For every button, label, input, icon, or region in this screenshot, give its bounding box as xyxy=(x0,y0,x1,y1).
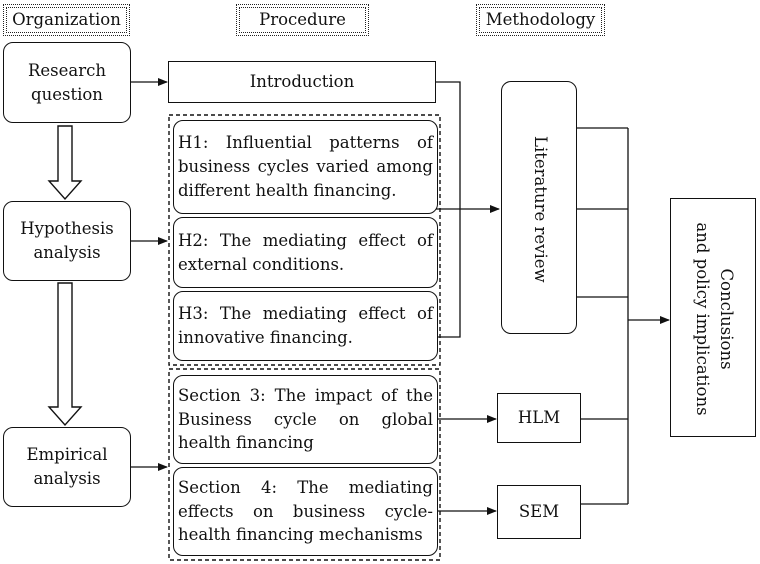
empirical-analysis-label: Empirical analysis xyxy=(26,445,108,488)
conclusions-label: Conclusions and policy implications xyxy=(690,208,738,430)
header-methodology: Methodology xyxy=(476,4,605,36)
hlm-box: HLM xyxy=(497,393,581,443)
conclusions-line2: and policy implications xyxy=(693,222,713,416)
h1-label: H1: Influential patterns of business cyc… xyxy=(178,133,433,200)
hypothesis-analysis-label: Hypothesis analysis xyxy=(20,219,114,262)
literature-review-box: Literature review xyxy=(501,81,577,334)
research-question-label: Research question xyxy=(27,60,106,104)
h3-label: H3: The mediating effect of innovative f… xyxy=(178,304,433,347)
hypothesis-analysis-box: Hypothesis analysis xyxy=(3,201,131,281)
header-organization: Organization xyxy=(3,4,130,36)
down-arrow-1 xyxy=(47,125,83,201)
header-procedure: Procedure xyxy=(236,4,369,36)
h2-box: H2: The mediating effect of external con… xyxy=(173,217,438,288)
down-arrow-2 xyxy=(47,282,83,427)
research-question-box: Research question xyxy=(3,42,131,123)
h1-box: H1: Influential patterns of business cyc… xyxy=(173,120,438,214)
h3-box: H3: The mediating effect of innovative f… xyxy=(173,291,438,361)
h2-label: H2: The mediating effect of external con… xyxy=(178,230,433,274)
section-group-frame xyxy=(168,368,441,561)
conclusions-line1: Conclusions xyxy=(717,268,736,370)
sem-box: SEM xyxy=(497,485,581,539)
introduction-box: Introduction xyxy=(168,61,436,103)
section4-box: Section 4: The mediating effects on busi… xyxy=(173,467,438,556)
section3-box: Section 3: The impact of the Business cy… xyxy=(173,375,438,464)
section3-label: Section 3: The impact of the Business cy… xyxy=(178,385,433,453)
conclusions-box: Conclusions and policy implications xyxy=(670,198,756,437)
hypothesis-group-frame xyxy=(168,114,441,366)
empirical-analysis-box: Empirical analysis xyxy=(3,427,131,507)
literature-review-label: Literature review xyxy=(531,136,550,283)
section4-label: Section 4: The mediating effects on busi… xyxy=(178,477,433,545)
